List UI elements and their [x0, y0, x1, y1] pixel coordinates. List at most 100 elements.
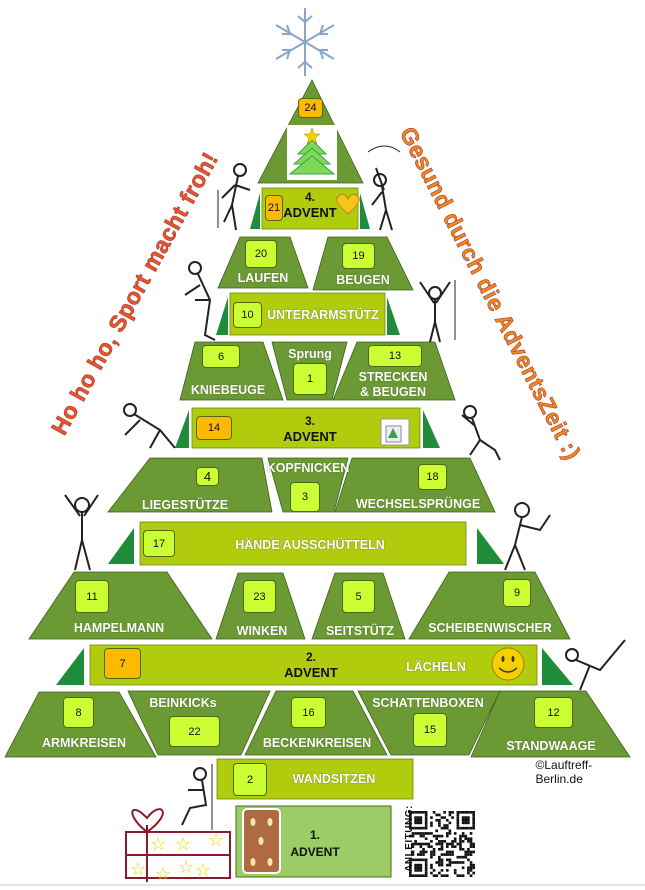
qr-module: [461, 840, 465, 843]
qr-module: [445, 842, 449, 846]
stick-figure-icon: [419, 280, 456, 343]
snowflake-icon: [275, 8, 335, 76]
qr-module: [461, 816, 465, 819]
qr-module: [440, 863, 444, 867]
door-6[interactable]: 6: [202, 345, 240, 368]
qr-module: [411, 842, 415, 846]
qr-module: [448, 813, 452, 817]
door-7-label: LÄCHELN: [406, 660, 466, 674]
qr-module: [414, 866, 417, 870]
door-4-shape[interactable]: [107, 457, 273, 513]
qr-module: [409, 834, 412, 838]
door-2[interactable]: 2: [233, 763, 267, 796]
qr-module: [464, 821, 468, 825]
door-13[interactable]: 13: [368, 345, 422, 367]
qr-module: [430, 821, 433, 825]
svg-text:☆: ☆: [155, 864, 171, 884]
qr-module: [461, 818, 465, 822]
door-11[interactable]: 11: [75, 580, 109, 613]
door-9[interactable]: 9: [503, 579, 531, 607]
qr-module: [461, 874, 465, 877]
qr-module: [445, 853, 449, 856]
qr-module: [430, 832, 433, 835]
qr-module: [443, 840, 446, 843]
door-4[interactable]: 4: [196, 467, 219, 486]
advent-4-label: ADVENT: [283, 205, 337, 220]
door-24[interactable]: 24: [298, 98, 323, 118]
door-18[interactable]: 18: [418, 464, 447, 490]
qr-module: [472, 871, 475, 875]
stick-figure-icon: [367, 145, 401, 231]
triangle-deco: [542, 648, 573, 685]
door-17[interactable]: 17: [143, 530, 175, 557]
qr-module: [456, 826, 460, 830]
qr-module: [440, 847, 444, 851]
door-20[interactable]: 20: [245, 240, 277, 268]
qr-module: [416, 863, 420, 867]
qr-module: [424, 826, 428, 830]
heart-icon: [336, 193, 360, 215]
qr-module: [414, 816, 417, 819]
qr-module: [467, 811, 470, 814]
qr-module: [448, 861, 452, 864]
door-14[interactable]: 14: [196, 416, 232, 440]
door-10[interactable]: 10: [233, 302, 262, 328]
door-1-label: Sprung: [288, 347, 332, 361]
door-13-shape[interactable]: [332, 341, 456, 401]
qr-module: [469, 832, 473, 835]
qr-module: [416, 826, 420, 830]
stick-figure-icon: [64, 494, 99, 571]
qr-module: [469, 850, 473, 854]
door-15[interactable]: 15: [413, 713, 447, 747]
qr-module: [414, 858, 417, 862]
door-21[interactable]: 21: [265, 195, 283, 221]
advent-3-number: 3.: [304, 414, 316, 428]
door-12[interactable]: 12: [534, 697, 573, 728]
qr-module: [440, 869, 444, 872]
qr-module: [416, 816, 420, 819]
door-16[interactable]: 16: [291, 697, 326, 728]
door-23[interactable]: 23: [243, 580, 276, 613]
qr-module: [424, 818, 428, 822]
qr-module: [411, 811, 415, 814]
qr-module: [459, 811, 462, 814]
qr-module: [459, 840, 462, 843]
qr-module: [451, 840, 454, 843]
qr-module: [411, 845, 415, 848]
qr-module: [445, 845, 449, 848]
door-1[interactable]: 1: [293, 363, 327, 395]
qr-module: [438, 855, 441, 859]
qr-module: [456, 874, 460, 877]
door-3[interactable]: 3: [290, 482, 320, 512]
door-22[interactable]: 22: [169, 716, 220, 747]
qr-module: [438, 858, 441, 862]
door-5[interactable]: 5: [342, 580, 375, 613]
qr-module: [424, 861, 428, 864]
stick-figure-icon: [504, 502, 551, 571]
door-11-shape[interactable]: [28, 571, 213, 640]
qr-module: [424, 837, 428, 841]
door-18-shape[interactable]: [334, 457, 496, 513]
advent-2-bar[interactable]: [89, 644, 538, 686]
qr-module: [424, 842, 428, 846]
door-10-label: UNTERARMSTÜTZ: [267, 308, 379, 322]
door-7[interactable]: 7: [104, 648, 141, 679]
qr-module: [459, 834, 462, 838]
door-8[interactable]: 8: [63, 697, 94, 728]
qr-module: [461, 826, 465, 830]
door-19[interactable]: 19: [342, 243, 375, 269]
qr-module: [467, 821, 470, 825]
qr-module: [411, 853, 415, 856]
door-18-label: WECHSELSPRÜNGE: [355, 497, 481, 511]
advent-3-label: ADVENT: [283, 429, 337, 444]
qr-module: [409, 824, 412, 827]
svg-text:☆: ☆: [130, 859, 146, 879]
qr-module: [414, 811, 417, 814]
qr-module: [430, 845, 433, 848]
door-17-bar[interactable]: [139, 521, 467, 566]
qr-module: [414, 821, 417, 825]
qr-code[interactable]: [409, 811, 475, 877]
stars-deco: ☆☆ ☆☆ ☆☆☆: [130, 830, 224, 884]
qr-module: [432, 834, 436, 838]
qr-module: [419, 821, 423, 825]
